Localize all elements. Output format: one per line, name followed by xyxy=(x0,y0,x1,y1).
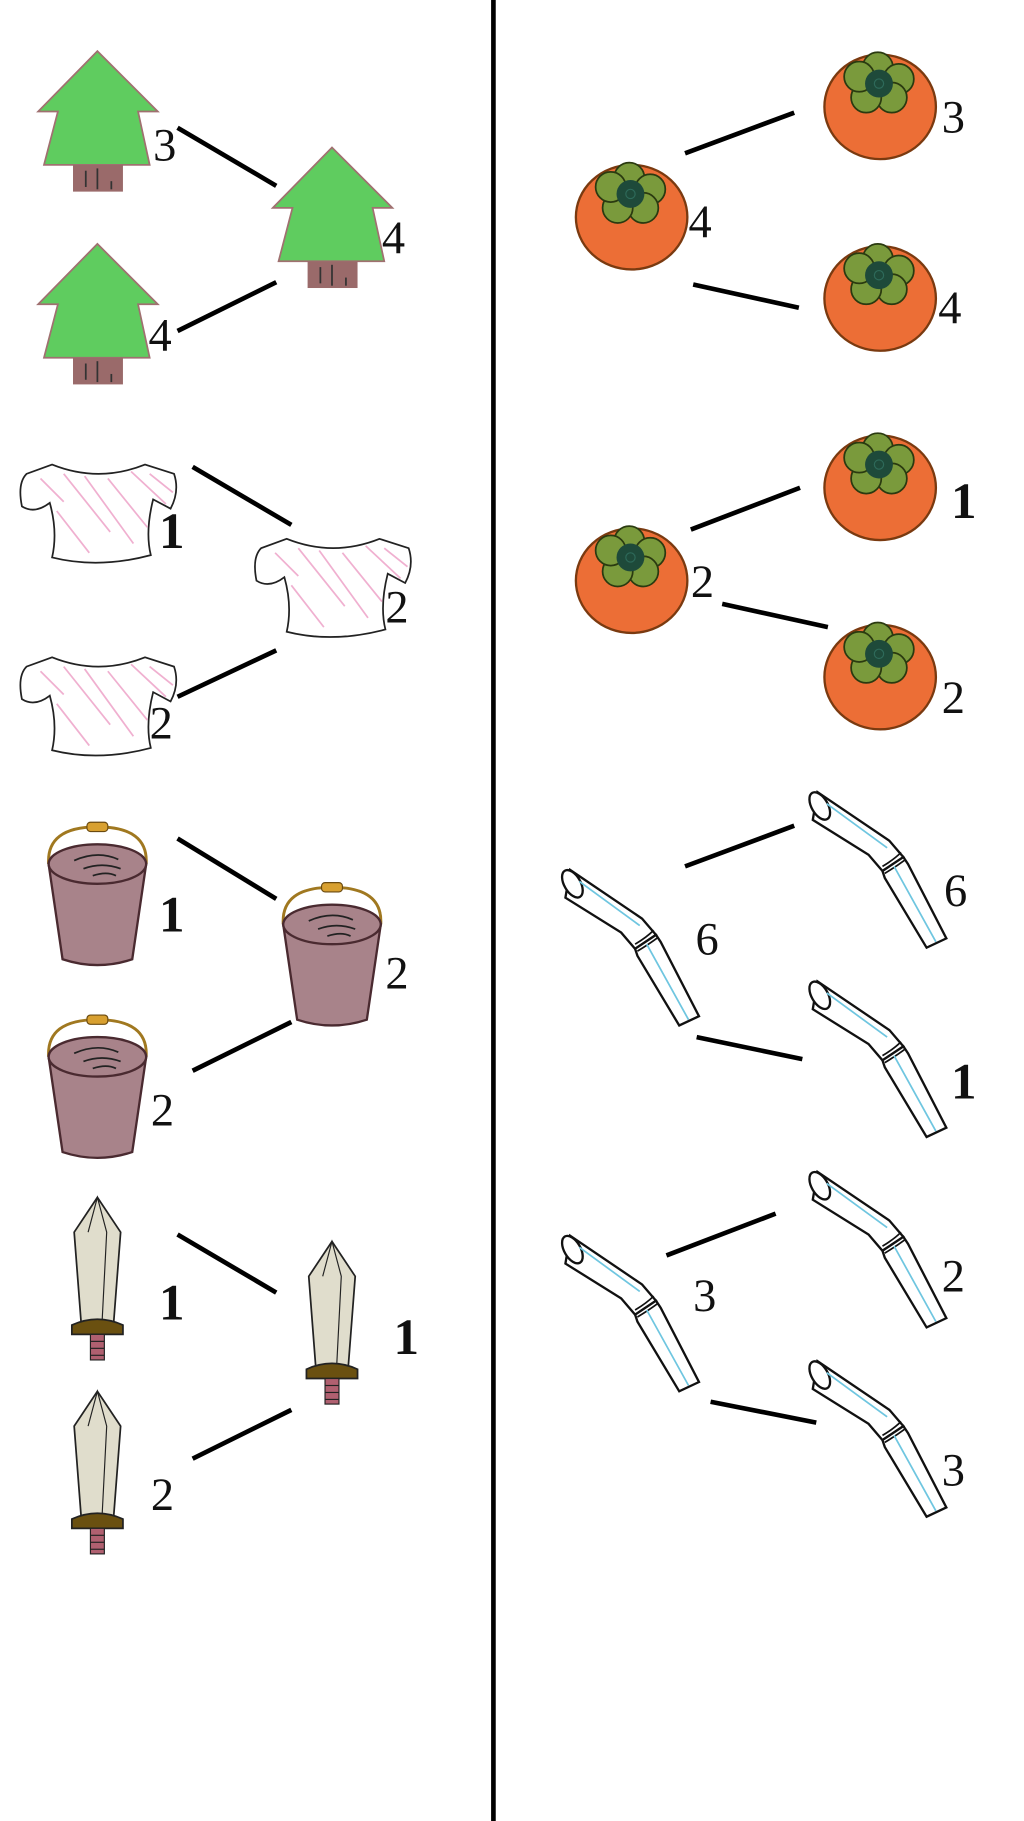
connector-line xyxy=(696,1034,803,1062)
target-tree-icon xyxy=(271,146,394,289)
straw-count: 2 xyxy=(942,1251,965,1302)
straw-icon xyxy=(804,1167,948,1329)
connector-line xyxy=(665,1211,777,1258)
straw-group-a: 6 6 1 xyxy=(556,787,977,1139)
sword-group: 1 2 1 xyxy=(70,1196,420,1555)
persimmon-count: 4 xyxy=(938,283,961,334)
source-straw-icon xyxy=(556,1231,701,1393)
straw-icon xyxy=(804,1356,948,1518)
connector-line xyxy=(721,601,829,630)
connector-line xyxy=(176,1232,278,1295)
sword-count: 1 xyxy=(159,1274,185,1331)
persimmon-group-a: 4 3 4 xyxy=(574,51,965,352)
shirt-group: 1 2 2 xyxy=(19,463,412,757)
shirt-count: 1 xyxy=(159,503,185,560)
persimmon-count: 1 xyxy=(951,473,977,530)
connector-line xyxy=(176,125,278,188)
shirt-icon xyxy=(19,463,178,564)
connector-line xyxy=(191,1019,293,1073)
source-straw-count: 3 xyxy=(693,1271,716,1322)
straw-icon xyxy=(804,787,948,949)
connector-line xyxy=(684,110,796,156)
sword-count: 2 xyxy=(151,1470,174,1521)
source-persimmon-icon xyxy=(574,161,689,271)
source-persimmon-icon xyxy=(574,524,689,635)
connector-line xyxy=(191,1407,293,1461)
bucket-count: 2 xyxy=(151,1085,174,1136)
shirt-count: 2 xyxy=(150,699,173,750)
connector-line xyxy=(690,485,801,532)
straw-count: 1 xyxy=(951,1054,977,1111)
straw-count: 6 xyxy=(944,866,967,917)
bucket-icon xyxy=(47,820,148,967)
persimmon-icon xyxy=(823,242,938,352)
bucket-group: 1 2 2 xyxy=(47,820,409,1160)
connector-line xyxy=(176,648,278,699)
sword-icon xyxy=(70,1196,124,1361)
target-sword-count: 1 xyxy=(394,1309,420,1366)
source-persimmon-count: 2 xyxy=(691,557,714,608)
connector-line xyxy=(710,1399,817,1425)
source-straw-icon xyxy=(556,865,701,1027)
straw-icon xyxy=(804,976,948,1139)
persimmon-count: 2 xyxy=(942,673,965,724)
source-straw-count: 6 xyxy=(695,915,718,966)
target-bucket-icon xyxy=(281,881,383,1027)
tree-icon xyxy=(37,243,159,386)
connector-line xyxy=(191,464,293,527)
persimmon-count: 3 xyxy=(942,92,965,143)
connector-line xyxy=(692,282,800,311)
sword-icon xyxy=(70,1390,124,1555)
target-bucket-count: 2 xyxy=(385,948,408,999)
persimmon-icon xyxy=(823,51,938,161)
tree-count: 4 xyxy=(148,311,171,362)
persimmon-group-b: 2 1 2 xyxy=(574,432,977,731)
connector-line xyxy=(176,836,278,901)
connector-line xyxy=(684,823,796,869)
tree-group: 3 4 4 xyxy=(37,50,405,386)
persimmon-icon xyxy=(823,432,938,542)
bucket-icon xyxy=(47,1013,148,1160)
tree-count: 3 xyxy=(153,120,176,171)
connector-line xyxy=(176,280,278,334)
target-shirt-count: 2 xyxy=(385,582,408,633)
source-persimmon-count: 4 xyxy=(689,197,712,248)
bucket-count: 1 xyxy=(159,886,185,943)
persimmon-icon xyxy=(823,621,938,731)
straw-count: 3 xyxy=(942,1445,965,1496)
straw-group-b: 3 2 3 xyxy=(556,1167,965,1518)
target-sword-icon xyxy=(305,1240,359,1405)
target-tree-count: 4 xyxy=(382,213,405,264)
tree-icon xyxy=(37,50,159,193)
